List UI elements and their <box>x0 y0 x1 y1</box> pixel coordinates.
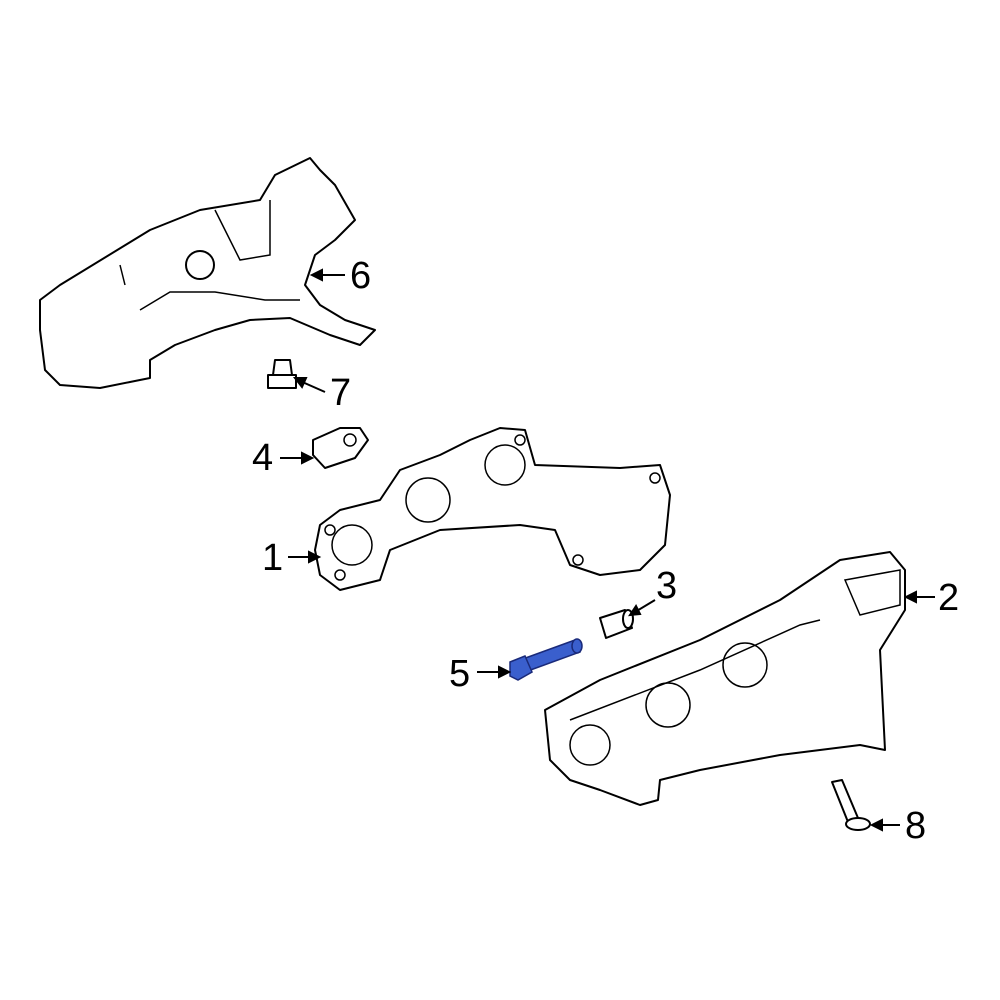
callout-5: 5 <box>449 653 470 695</box>
spacer-3[interactable] <box>599 609 634 639</box>
exhaust-manifold[interactable] <box>314 427 671 591</box>
bolt-8[interactable] <box>831 779 871 831</box>
callout-3: 3 <box>656 565 677 607</box>
nut-4[interactable] <box>312 427 369 469</box>
callout-arrows <box>280 268 935 832</box>
callout-8: 8 <box>905 805 926 847</box>
stud-bolt-highlighted[interactable] <box>509 638 583 681</box>
lower-heat-shield[interactable] <box>544 551 906 806</box>
bolt-7[interactable] <box>267 359 297 389</box>
callout-2: 2 <box>938 577 959 619</box>
callout-7: 7 <box>330 372 351 414</box>
upper-heat-shield[interactable] <box>39 157 376 389</box>
callout-6: 6 <box>350 255 371 297</box>
callout-4: 4 <box>252 437 273 479</box>
callout-1: 1 <box>262 537 283 579</box>
